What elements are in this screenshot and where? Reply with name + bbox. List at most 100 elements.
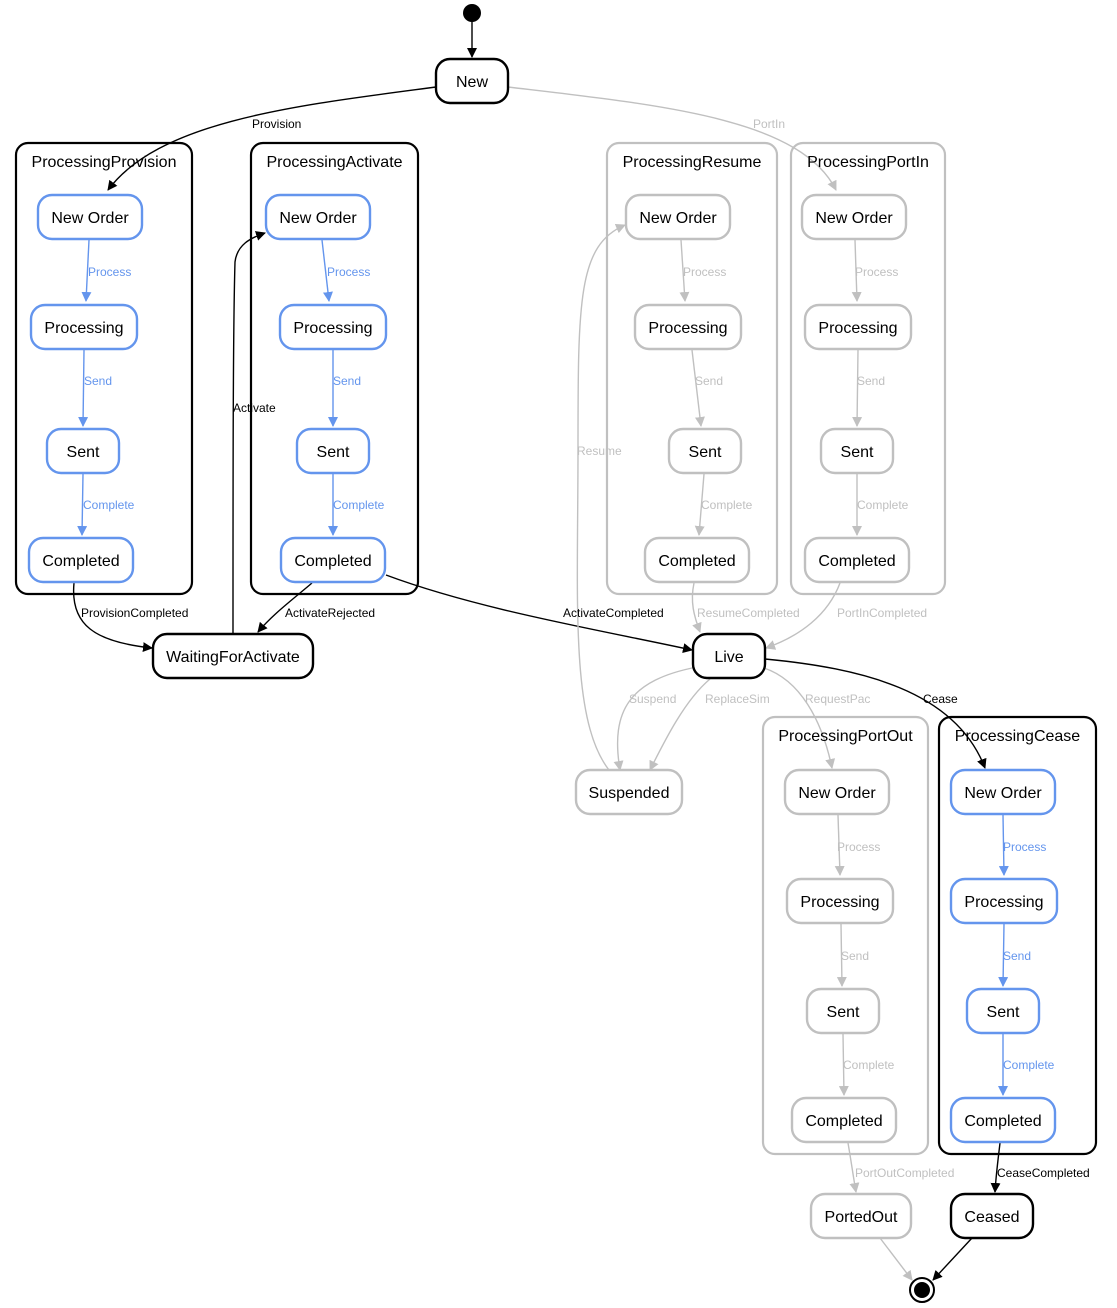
state-prov-new-order	[36, 193, 144, 241]
state-label-pin-new-order: New Order	[815, 210, 893, 227]
edge-pout-complete	[838, 1033, 849, 1096]
state-label-pout-processing: Processing	[800, 894, 879, 911]
state-label-prov-processing: Processing	[44, 320, 123, 337]
edge-label-port-out-completed: PortOutCompleted	[855, 1166, 954, 1180]
edge-resume	[576, 223, 626, 771]
edge-label-cease-completed: CeaseCompleted	[997, 1166, 1090, 1180]
edge-label-res-process: Process	[683, 265, 726, 279]
state-label-act-completed: Completed	[294, 553, 371, 570]
edge-label-request-pac: RequestPac	[805, 692, 870, 706]
edge-label-activate-completed: ActivateCompleted	[563, 606, 664, 620]
state-cease-new-order	[949, 768, 1057, 816]
edge-port-in-completed	[765, 582, 841, 650]
state-label-live: Live	[714, 649, 743, 666]
state-cease-completed	[949, 1096, 1057, 1144]
state-act-processing	[278, 303, 388, 351]
edge-label-activate: Activate	[233, 401, 276, 415]
cluster-processing-cease	[937, 715, 1098, 1156]
state-label-res-sent: Sent	[689, 444, 722, 461]
edge-label-port-in: PortIn	[753, 117, 785, 131]
edge-prov-process	[81, 239, 92, 302]
state-label-res-processing: Processing	[648, 320, 727, 337]
state-prov-completed	[27, 536, 135, 584]
state-cease-sent	[965, 987, 1041, 1035]
state-label-res-new-order: New Order	[639, 210, 717, 227]
state-new	[434, 57, 510, 105]
cluster-label-processing-port-in: ProcessingPortIn	[807, 154, 929, 171]
edge-prov-complete	[77, 473, 88, 536]
state-label-act-sent: Sent	[317, 444, 350, 461]
edge-pin-send	[852, 349, 863, 427]
state-label-act-processing: Processing	[293, 320, 372, 337]
edge-cease-completed	[990, 1142, 1001, 1193]
edge-res-send	[691, 349, 705, 427]
edge-ceased-end	[932, 1237, 973, 1281]
edge-cease-send	[998, 923, 1009, 987]
edge-label-provision-completed: ProvisionCompleted	[81, 606, 188, 620]
cluster-label-processing-resume: ProcessingResume	[623, 154, 762, 171]
edge-label-prov-send: Send	[84, 374, 112, 388]
state-suspended	[574, 768, 684, 816]
edge-res-process	[679, 239, 690, 302]
edge-label-resume-completed: ResumeCompleted	[697, 606, 800, 620]
cluster-processing-port-out	[761, 715, 930, 1156]
state-label-prov-new-order: New Order	[51, 210, 129, 227]
edge-label-pout-complete: Complete	[843, 1058, 895, 1072]
state-label-suspended: Suspended	[589, 785, 670, 802]
state-label-cease-sent: Sent	[987, 1004, 1020, 1021]
state-res-new-order	[624, 193, 732, 241]
state-label-new: New	[456, 74, 488, 91]
cluster-label-processing-provision: ProcessingProvision	[32, 154, 177, 171]
cluster-processing-provision	[14, 141, 194, 596]
state-label-pout-new-order: New Order	[798, 785, 876, 802]
state-pin-completed	[803, 536, 911, 584]
state-prov-sent	[45, 427, 121, 475]
state-prov-processing	[29, 303, 139, 351]
state-res-sent	[667, 427, 743, 475]
final-state-marker-core	[914, 1282, 930, 1298]
state-label-cease-completed: Completed	[964, 1113, 1041, 1130]
state-cease-processing	[949, 877, 1059, 925]
edge-label-pin-complete: Complete	[857, 498, 909, 512]
state-label-ceased: Ceased	[964, 1209, 1019, 1226]
edge-ported-out-end	[879, 1237, 913, 1281]
edge-port-out-completed	[847, 1142, 860, 1193]
state-pout-processing	[785, 877, 895, 925]
state-label-pout-sent: Sent	[827, 1004, 860, 1021]
state-pout-new-order	[783, 768, 891, 816]
state-label-prov-completed: Completed	[42, 553, 119, 570]
edge-port-in	[507, 86, 837, 191]
state-live	[691, 632, 767, 680]
edge-pin-process	[851, 239, 862, 302]
cluster-label-processing-activate: ProcessingActivate	[266, 154, 402, 171]
state-label-waiting-for-activate: WaitingForActivate	[166, 649, 300, 666]
state-label-cease-new-order: New Order	[964, 785, 1042, 802]
edge-label-cease-send: Send	[1003, 949, 1031, 963]
state-res-completed	[643, 536, 751, 584]
state-label-res-completed: Completed	[658, 553, 735, 570]
state-act-new-order	[264, 193, 372, 241]
edge-label-activate-rejected: ActivateRejected	[285, 606, 375, 620]
edge-activate-completed	[385, 574, 693, 653]
initial-state-marker	[463, 4, 481, 22]
edge-res-complete	[694, 473, 705, 536]
edge-label-act-process: Process	[327, 265, 370, 279]
state-pin-new-order	[800, 193, 908, 241]
state-label-pout-completed: Completed	[805, 1113, 882, 1130]
edge-label-pin-send: Send	[857, 374, 885, 388]
state-act-sent	[295, 427, 371, 475]
edge-label-pout-send: Send	[841, 949, 869, 963]
edge-label-pout-process: Process	[837, 840, 880, 854]
edge-request-pac	[763, 667, 836, 769]
state-label-pin-processing: Processing	[818, 320, 897, 337]
cluster-label-processing-port-out: ProcessingPortOut	[778, 728, 913, 745]
state-pout-completed	[790, 1096, 898, 1144]
edge-resume-completed	[691, 582, 702, 633]
state-label-prov-sent: Sent	[67, 444, 100, 461]
edge-label-cease: Cease	[923, 692, 958, 706]
state-ported-out	[809, 1192, 913, 1240]
edge-label-act-send: Send	[333, 374, 361, 388]
state-pin-processing	[803, 303, 913, 351]
state-label-cease-processing: Processing	[964, 894, 1043, 911]
